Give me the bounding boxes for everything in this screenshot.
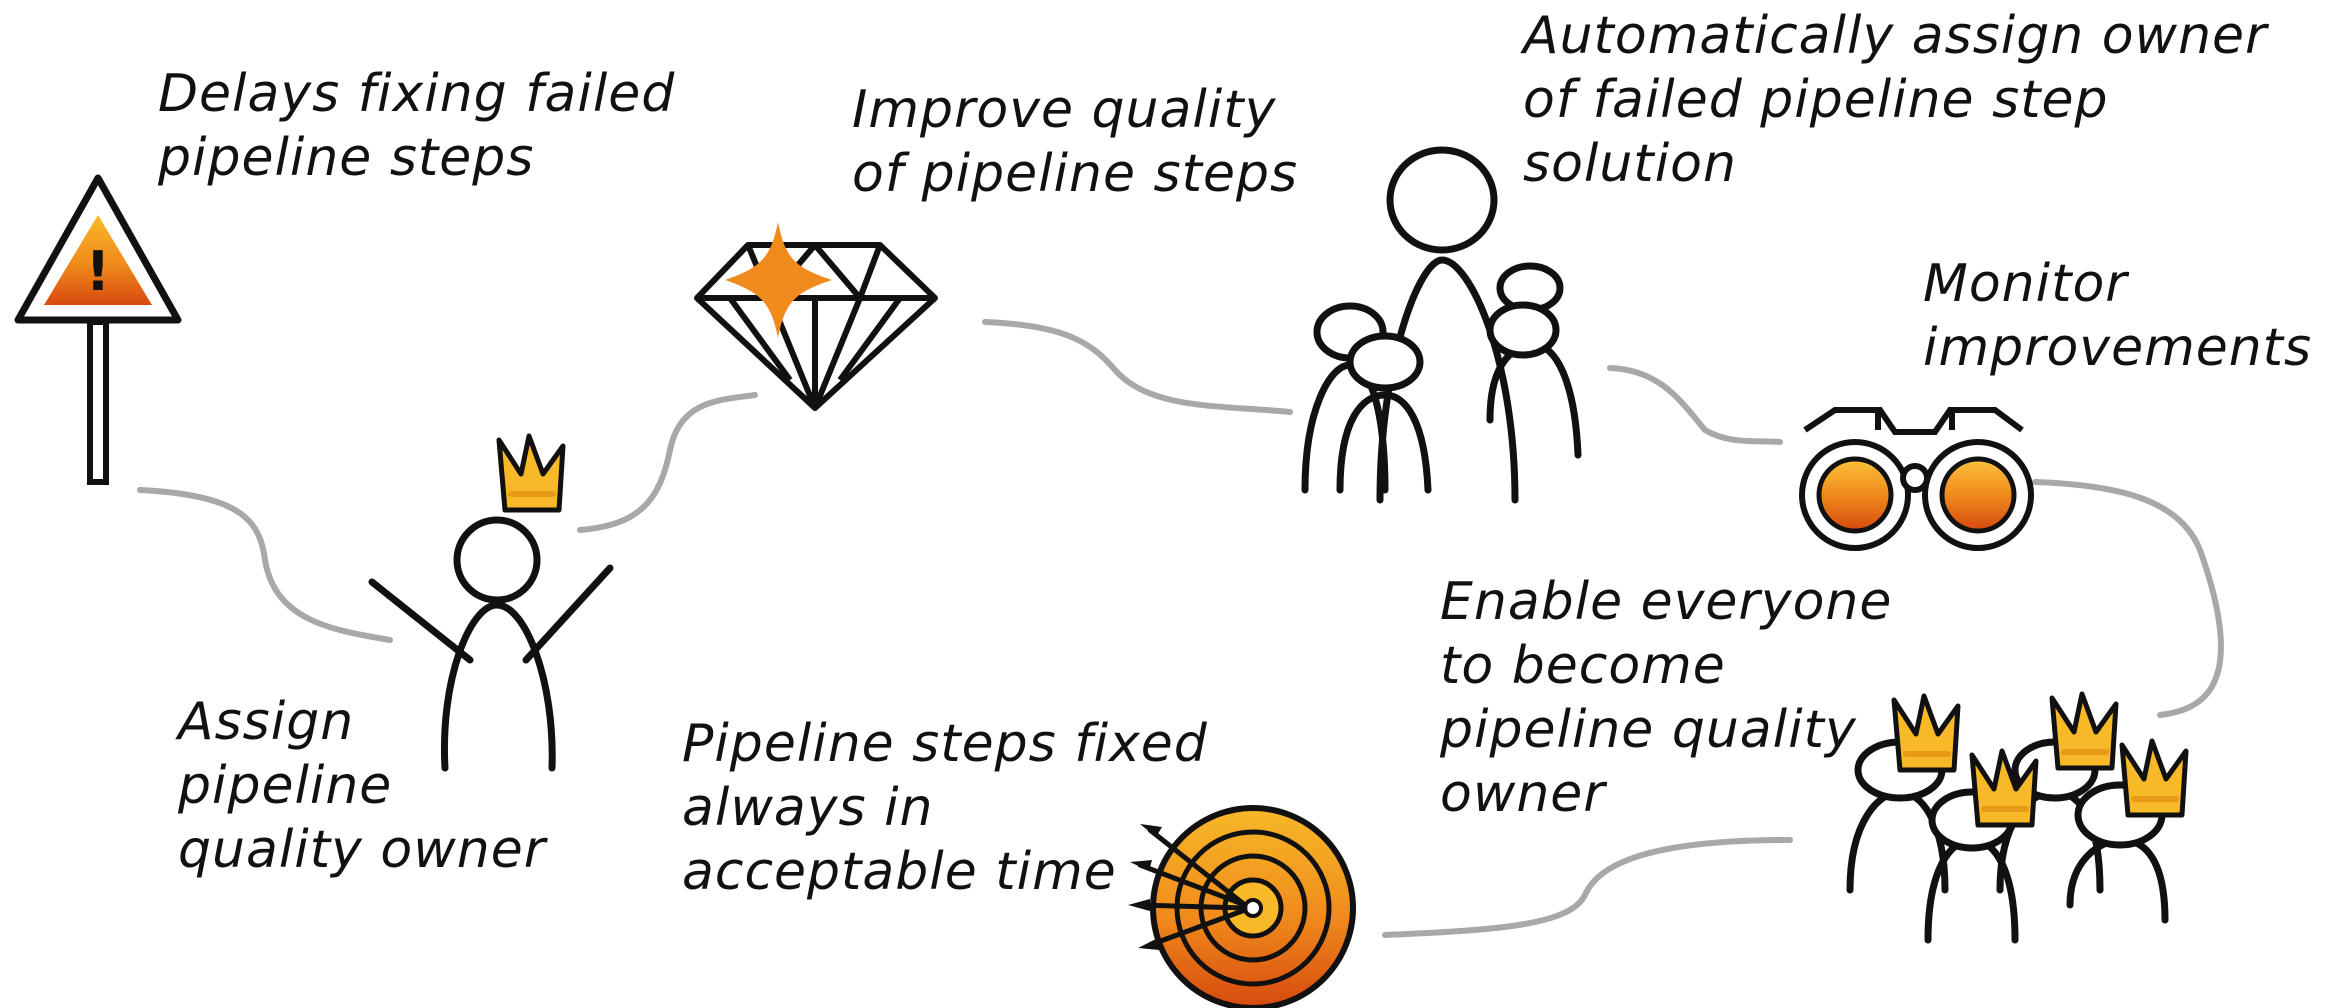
- label-line: pipeline: [178, 756, 393, 816]
- label-line: Delays fixing failed: [158, 64, 676, 124]
- label-line: solution: [1523, 134, 1737, 194]
- label-line: Pipeline steps fixed: [682, 714, 1208, 774]
- connector-path: [137, 319, 2224, 938]
- label-line: Assign: [178, 692, 355, 752]
- label-line: Enable everyone: [1440, 572, 1893, 632]
- label-line: acceptable time: [682, 842, 1117, 902]
- people-group-icon: [1301, 146, 1582, 504]
- label-line: Automatically assign owner: [1523, 6, 2268, 66]
- label-line: owner: [1440, 764, 1606, 824]
- diamond-icon: [694, 222, 938, 411]
- label-line: pipeline steps: [158, 128, 535, 188]
- label-line: always in: [682, 778, 934, 838]
- target-icon: [1128, 805, 1356, 1008]
- binoculars-icon: [1799, 407, 2034, 551]
- label-line: of failed pipeline step: [1523, 70, 2109, 130]
- label-line: improvements: [1923, 318, 2313, 378]
- svg-text:!: !: [86, 240, 111, 303]
- label-line: Improve quality: [852, 80, 1277, 140]
- label-assign-owner: Assign pipeline quality owner: [178, 690, 546, 882]
- label-line: quality owner: [178, 820, 547, 880]
- crowned-crowd-icon: [1846, 694, 2186, 944]
- label-line: to become: [1440, 636, 1726, 696]
- label-enable-everyone: Enable everyone to become pipeline quali…: [1440, 570, 1892, 826]
- label-improve-quality: Improve quality of pipeline steps: [852, 78, 1298, 206]
- crowned-person-icon: [368, 436, 614, 772]
- label-line: Monitor: [1923, 254, 2128, 314]
- label-delays-fixing: Delays fixing failed pipeline steps: [158, 62, 675, 190]
- label-auto-assign: Automatically assign owner of failed pip…: [1523, 4, 2267, 196]
- label-line: pipeline quality: [1440, 700, 1857, 760]
- label-monitor: Monitor improvements: [1923, 252, 2312, 380]
- label-steps-fixed: Pipeline steps fixed always in acceptabl…: [682, 712, 1208, 904]
- label-line: of pipeline steps: [852, 144, 1299, 204]
- warning-sign-icon: !: [14, 174, 182, 485]
